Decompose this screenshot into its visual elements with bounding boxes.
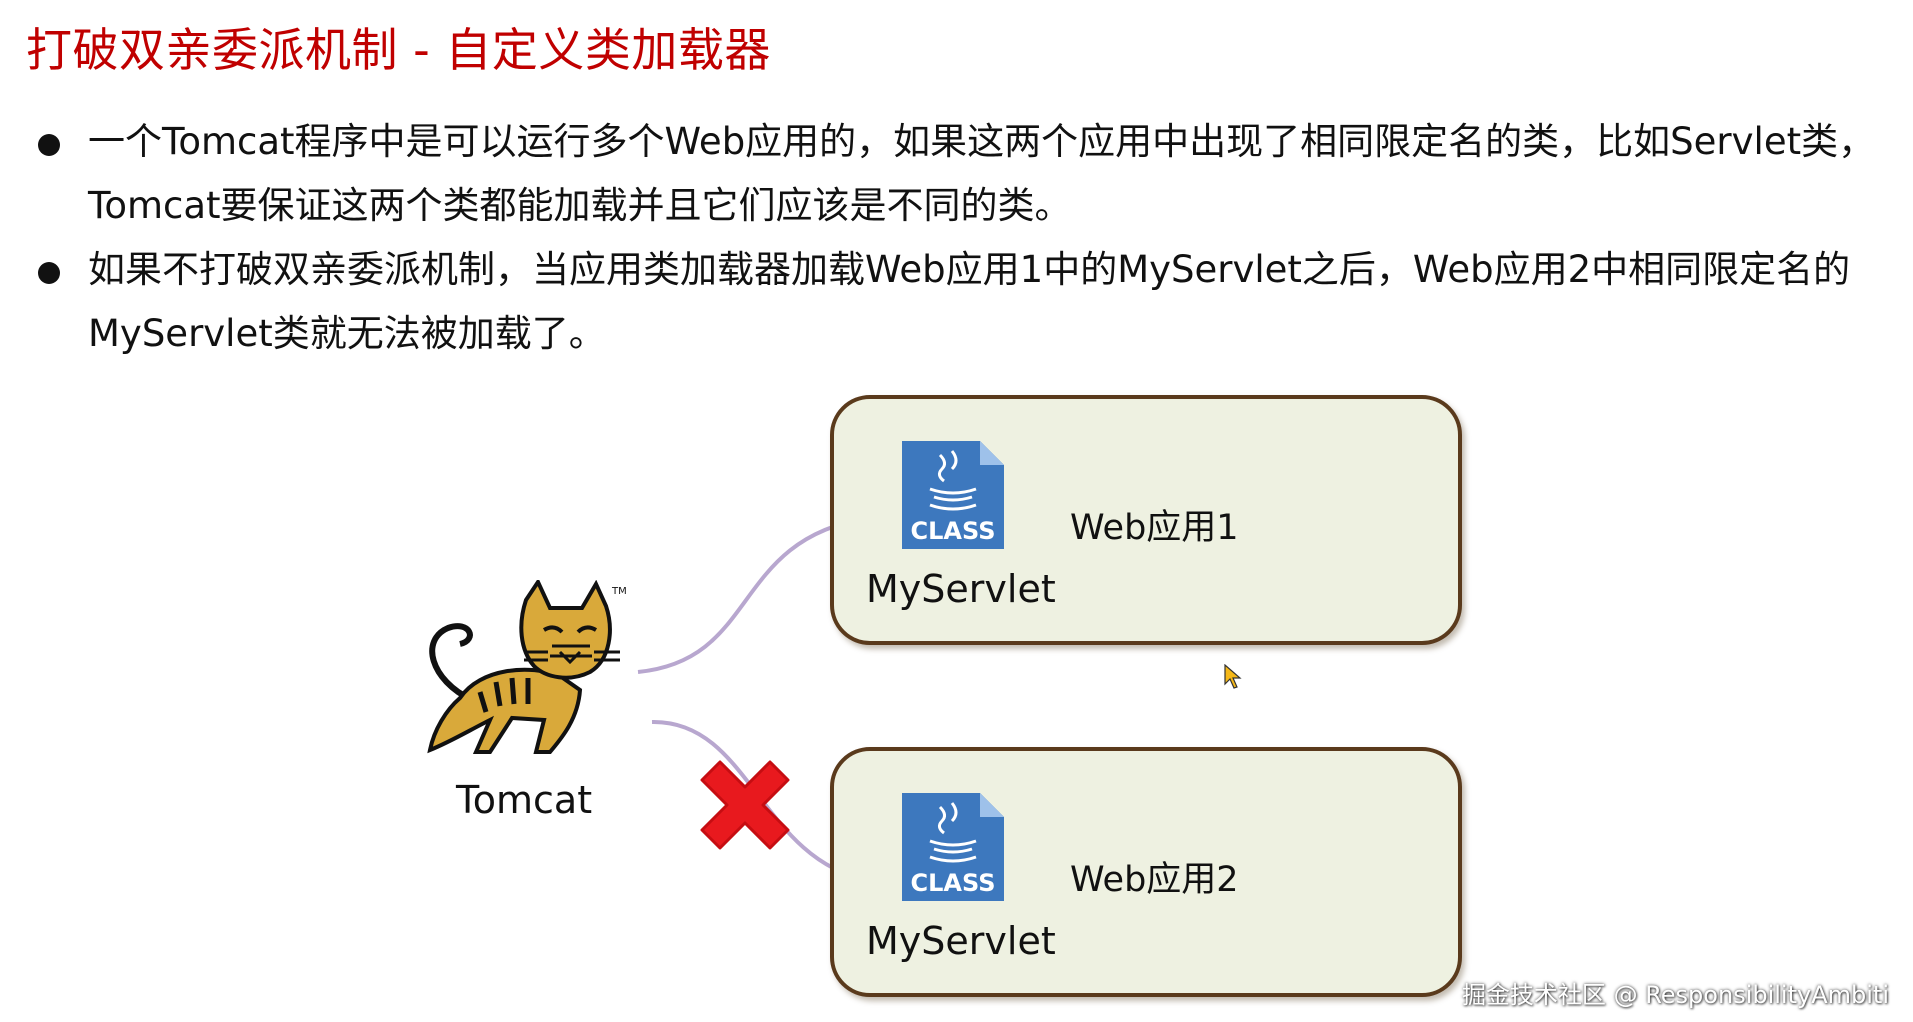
watermark: 掘金技术社区 @ ResponsibilityAmbiti — [1461, 981, 1889, 1009]
tomcat-trademark: TM — [611, 586, 627, 597]
class-icon-text: CLASS — [911, 869, 996, 897]
red-cross-icon — [686, 746, 804, 864]
bullet-text-line: Tomcat要保证这两个类都能加载并且它们应该是不同的类。 — [88, 184, 1072, 227]
web-app-1-box: CLASS MyServlet Web应用1 — [830, 395, 1462, 645]
mouse-cursor-icon — [1224, 663, 1242, 690]
bullet-dot-icon — [38, 262, 60, 284]
class-name: MyServlet — [866, 567, 1056, 611]
web-app-label: Web应用2 — [1070, 860, 1239, 900]
bullet-list: 一个Tomcat程序中是可以运行多个Web应用的，如果这两个应用中出现了相同限定… — [32, 110, 1902, 366]
bullet-item: 一个Tomcat程序中是可以运行多个Web应用的，如果这两个应用中出现了相同限定… — [32, 110, 1902, 238]
web-app-label: Web应用1 — [1070, 508, 1239, 548]
class-file-icon: CLASS — [900, 439, 1006, 551]
bullet-text-line: MyServlet类就无法被加载了。 — [88, 312, 606, 355]
class-icon-text: CLASS — [911, 517, 996, 545]
bullet-dot-icon — [38, 134, 60, 156]
tomcat-label: Tomcat — [456, 778, 593, 822]
bullet-text-line: 一个Tomcat程序中是可以运行多个Web应用的，如果这两个应用中出现了相同限定… — [88, 120, 1876, 163]
slide-title: 打破双亲委派机制 - 自定义类加载器 — [26, 23, 771, 77]
bullet-text-line: 如果不打破双亲委派机制，当应用类加载器加载Web应用1中的MyServlet之后… — [88, 248, 1851, 291]
tomcat-logo-icon: TM — [400, 577, 640, 760]
class-name: MyServlet — [866, 919, 1056, 963]
bullet-item: 如果不打破双亲委派机制，当应用类加载器加载Web应用1中的MyServlet之后… — [32, 238, 1902, 366]
web-app-2-box: CLASS MyServlet Web应用2 — [830, 747, 1462, 997]
class-file-icon: CLASS — [900, 791, 1006, 903]
